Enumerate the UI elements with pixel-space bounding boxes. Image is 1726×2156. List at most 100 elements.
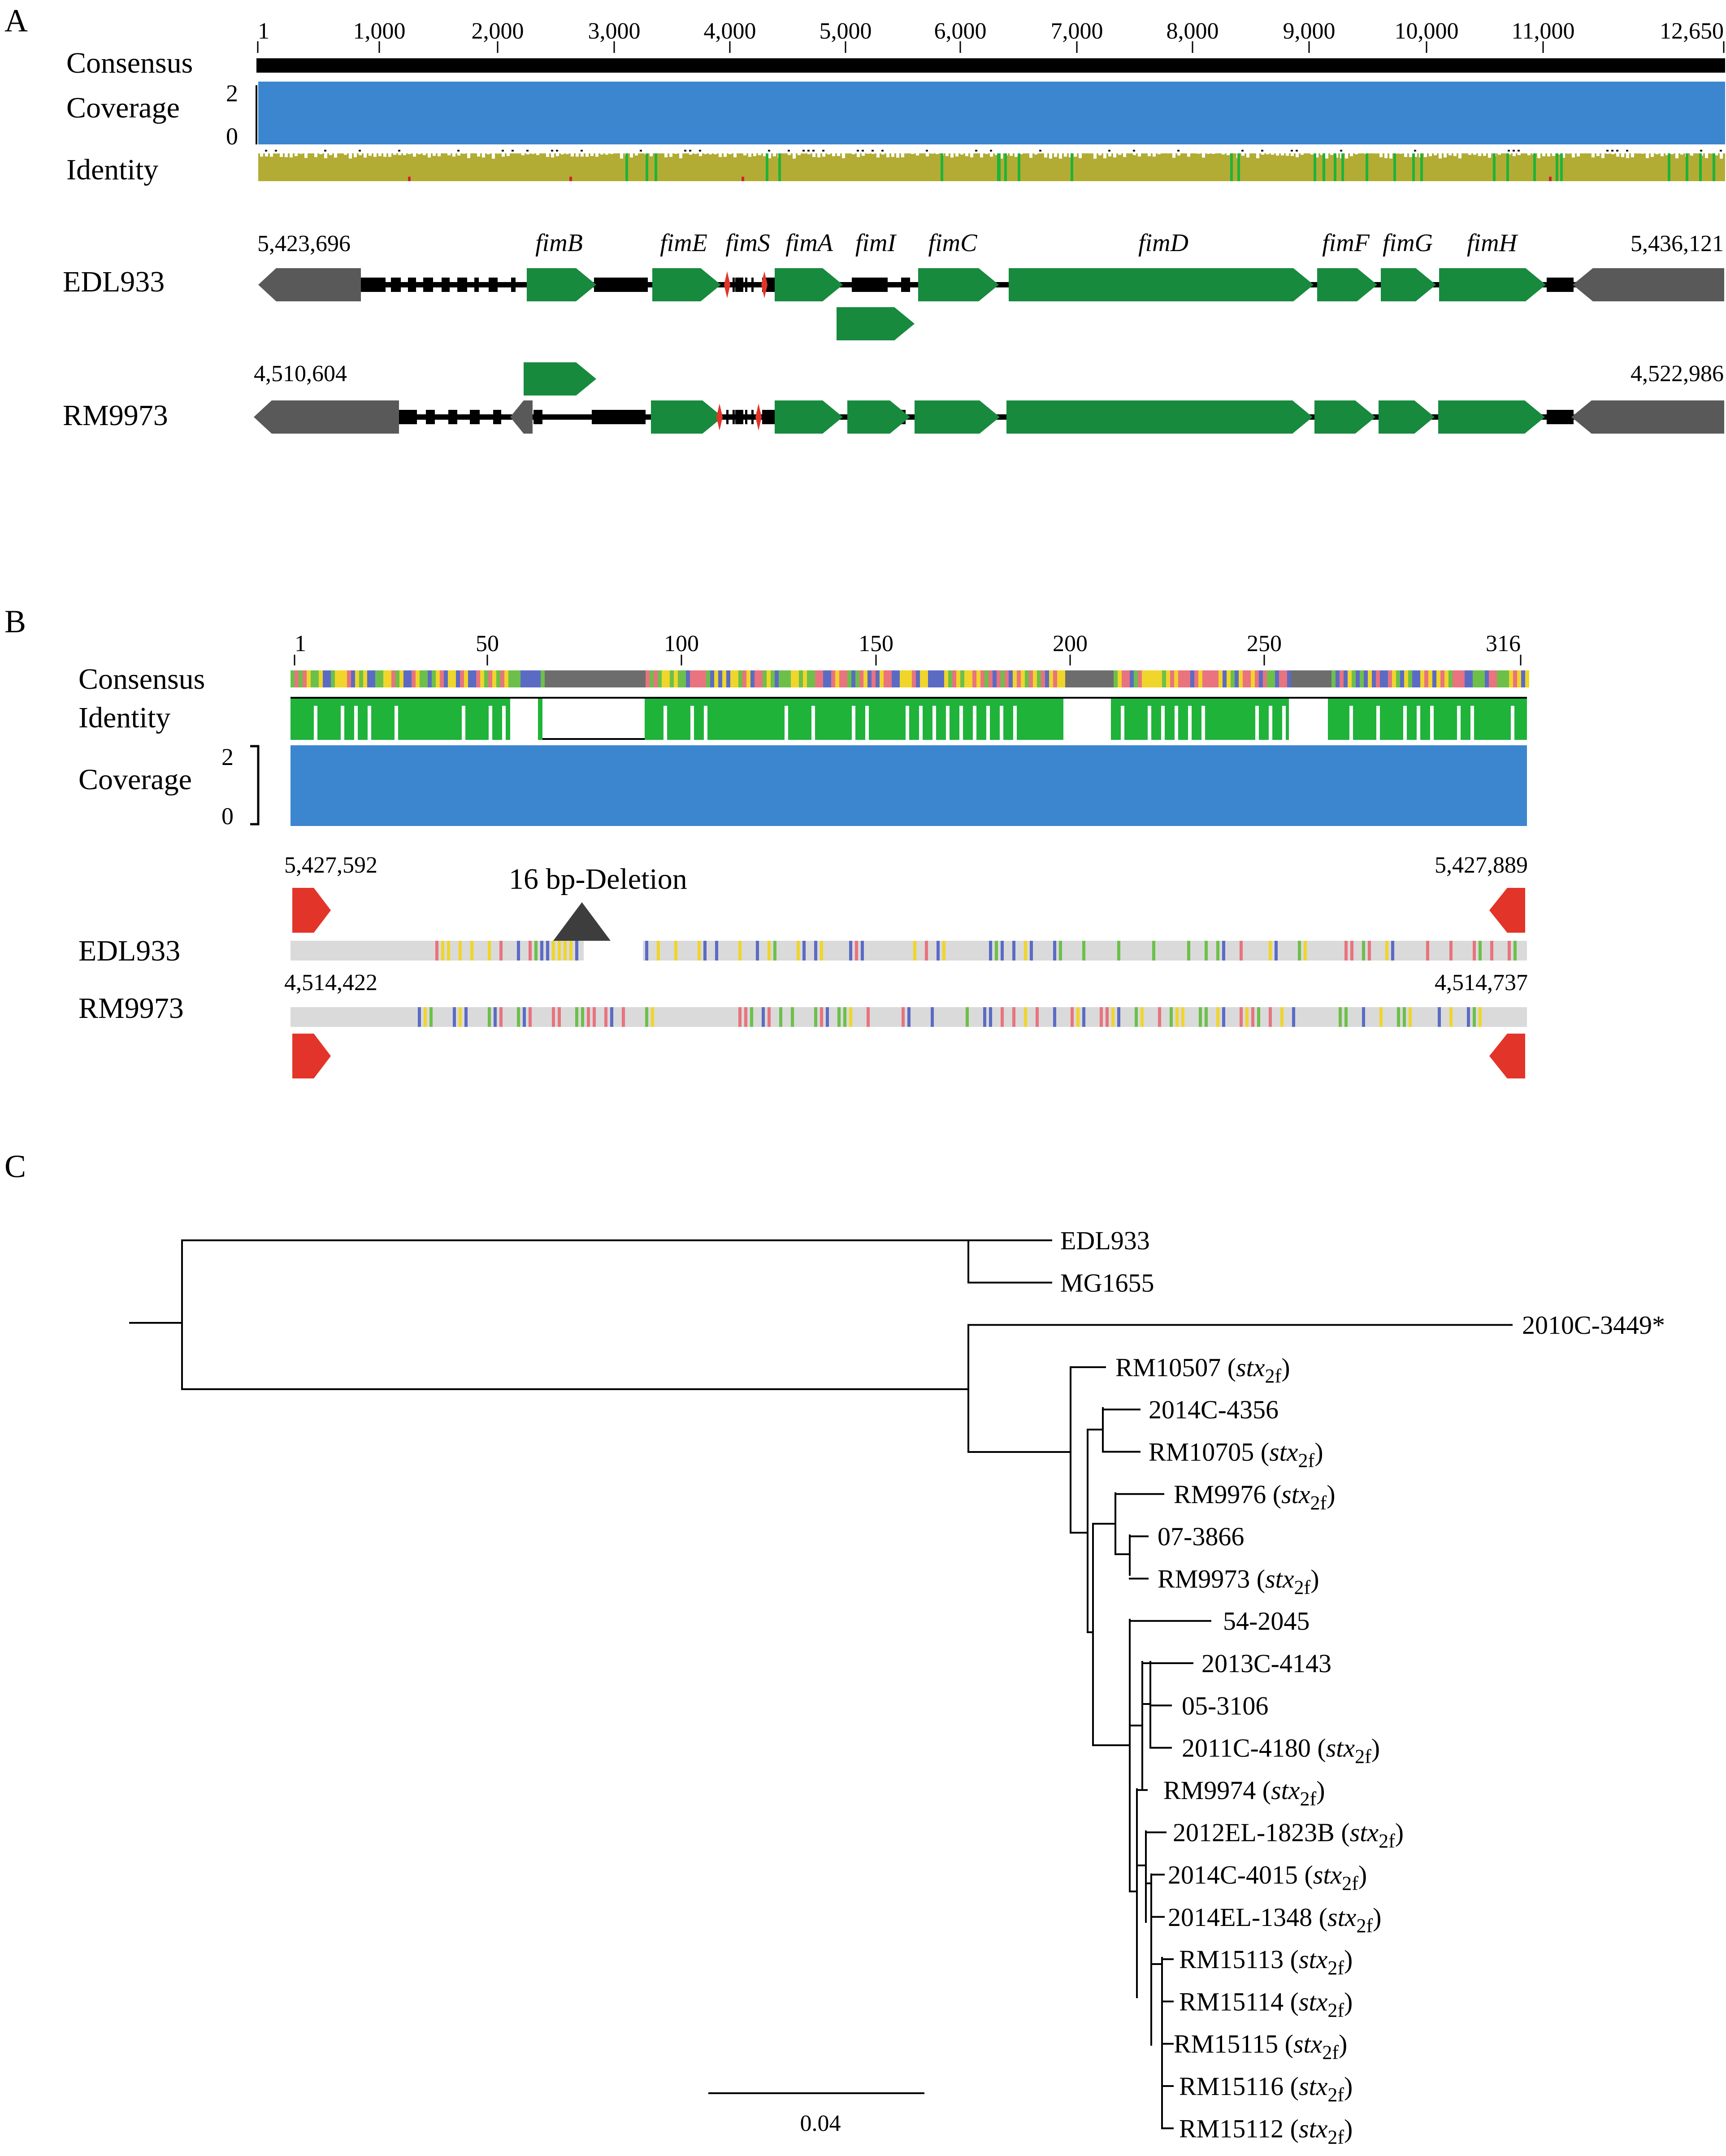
panel-a-identity-dot [862,150,864,152]
panel-b-deletion-triangle [553,902,611,941]
panel-b-consensus-base [948,670,952,687]
panel-a-identity-dip [1123,151,1126,157]
panel-b-edl-right-repeat-arrow [1489,888,1525,933]
panel-a-identity-dip [970,151,973,157]
panel-a-identity-dip [1705,151,1708,158]
panel-b-consensus-base [476,670,480,687]
panel-a-edl-fimI-arrow [837,307,915,340]
panel-b-consensus-base [1130,670,1134,687]
panel-b-coverage-min: 0 [221,803,234,830]
panel-b-edl-sequence-variant [1024,941,1027,961]
panel-a-identity-dip [1019,151,1023,155]
panel-b-consensus-base [1279,670,1283,687]
panel-b-consensus-base [686,670,690,687]
panel-a-identity-dip [1093,151,1097,159]
panel-c-leaf-label: RM10507 (stx2f) [1115,1353,1290,1387]
panel-b-consensus-base [1178,670,1182,687]
panel-b-consensus-base [734,670,738,687]
panel-b-rm-sequence-variant [1403,1007,1406,1027]
panel-a-identity-dip [388,151,391,157]
panel-b-consensus-base [1110,670,1114,687]
panel-b-edl-sequence-variant [1240,941,1243,961]
panel-b-rm-sequence-variant [1082,1007,1085,1027]
panel-b-identity-mismatch [1161,706,1165,740]
panel-a-identity-dot [689,150,691,152]
panel-a-identity-dip [975,151,978,153]
panel-b-consensus-base [843,670,847,687]
panel-b-edl-sequence-variant [1514,941,1517,961]
panel-b-consensus-base [315,670,319,687]
panel-a-identity-dip [1246,151,1249,158]
panel-b-rm-sequence-variant [587,1007,590,1027]
panel-a-rm-backbone [448,410,457,424]
panel-a-identity-dip [1207,151,1210,154]
panel-a-gene-label-fimC: fimC [928,229,978,257]
panel-b-consensus-base [1287,670,1291,687]
panel-c-leaf-label: 2014C-4356 [1149,1395,1279,1424]
panel-b-consensus-base [1360,670,1364,687]
panel-b-consensus-base [795,670,799,687]
panel-a-identity-dip [901,151,904,157]
panel-b-consensus-base [1513,670,1517,687]
panel-b-consensus-base [541,670,545,687]
panel-b-edl-sequence-variant [1473,941,1476,961]
panel-b-rm-sequence-variant [1240,1007,1243,1027]
panel-b-edl-left-repeat-arrow [292,888,331,933]
panel-b-consensus-base [335,670,339,687]
panel-b-consensus-base [1235,670,1239,687]
panel-b-consensus-base [1356,670,1360,687]
panel-a-identity-dip [1182,151,1185,153]
panel-a-identity-dip [1305,151,1309,154]
panel-a-identity-dip [1596,151,1600,156]
panel-b-consensus-base [444,670,448,687]
panel-a-identity-dip [467,151,470,158]
panel-a-identity-dip [531,151,534,154]
panel-a-identity-dip [1508,151,1511,155]
panel-a-identity-dip [857,151,860,157]
panel-b-consensus-base [387,670,391,687]
panel-b-consensus-base [722,670,726,687]
panel-a-identity-dip [1241,151,1245,156]
panel-b-consensus-base [718,670,722,687]
panel-a-consensus-bar [256,58,1725,73]
panel-b-consensus-base [1166,670,1170,687]
panel-a-identity-track [258,150,1725,181]
panel-a-identity-dip [536,151,539,155]
panel-c-leaf-label: RM15116 (stx2f) [1179,2072,1353,2106]
panel-b-identity-mismatch [1175,706,1178,740]
panel-a-identity-dip [314,151,317,157]
panel-b-edl-sequence-variant [529,941,532,961]
panel-b-consensus-base [1453,670,1457,687]
panel-b-consensus-base [569,670,573,687]
panel-b-consensus-base [307,670,311,687]
panel-b-consensus-base [904,670,908,687]
panel-a-identity-dot [512,150,514,152]
panel-b-consensus-base [1255,670,1259,687]
panel-a-gene-label-fimE: fimE [660,229,707,257]
panel-a-identity-dip [344,151,347,155]
panel-a-edl-backbone [739,278,741,292]
panel-b-rm-sequence-variant [1379,1007,1383,1027]
panel-b-rm-sequence-variant [1100,1007,1103,1027]
panel-a-identity-dip [1310,151,1314,155]
panel-a-identity-dot [265,150,267,152]
panel-b-consensus-base [395,670,399,687]
panel-b-consensus-base [1009,670,1013,687]
panel-a-identity-dot [275,150,277,152]
panel-b-rm-sequence-variant [645,1007,648,1027]
panel-b-consensus-base [1400,670,1404,687]
panel-b-consensus-base [609,670,613,687]
panel-b-edl-sequence-variant [1269,941,1272,961]
panel-b-consensus-base [1509,670,1513,687]
panel-b-rm-sequence-variant [1292,1007,1295,1027]
panel-a-identity-dot [457,150,460,152]
panel-a-identity-dip [1133,151,1136,155]
panel-b-consensus-base [1057,670,1061,687]
panel-a-identity-dip [566,151,569,154]
panel-a-identity-variant [778,153,781,181]
panel-a-identity-dip [1700,151,1703,156]
panel-a-identity-dip [1103,151,1106,158]
panel-a-identity-dip [1444,151,1447,158]
